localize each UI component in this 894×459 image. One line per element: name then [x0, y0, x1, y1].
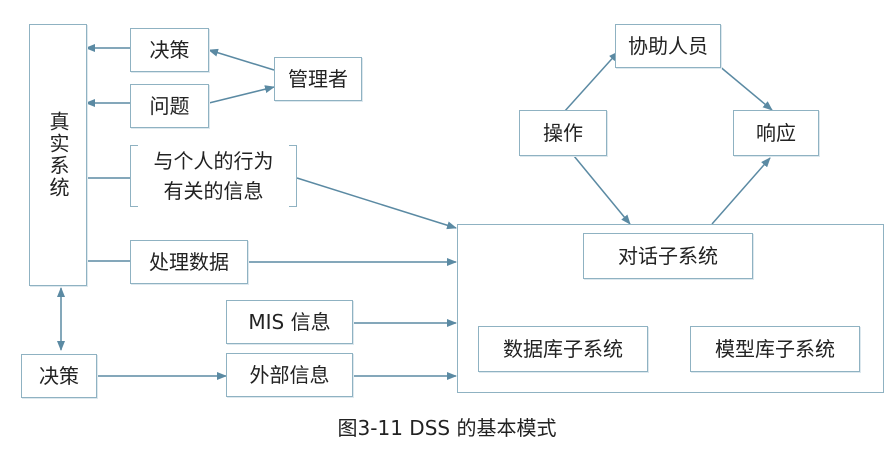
response-label: 响应	[756, 121, 796, 145]
personal-behavior-line-1: 与个人的行为	[153, 149, 274, 173]
arrow-personal-behavior-to-dss	[296, 177, 457, 230]
response-box: 响应	[733, 110, 819, 156]
dialog-subsystem-box: 对话子系统	[583, 233, 753, 279]
data-processing-label: 处理数据	[149, 250, 229, 274]
arrow-operation-to-dss	[573, 155, 631, 225]
operation-box: 操作	[519, 110, 607, 156]
decision-top-label: 决策	[149, 38, 190, 62]
personal-behavior-line-2: 有关的信息	[163, 179, 264, 203]
external-info-box: 外部信息	[226, 353, 353, 397]
assistants-label: 协助人员	[628, 34, 708, 58]
decision-bottom-box: 决策	[21, 354, 97, 398]
model-base-subsystem-label: 模型库子系统	[715, 337, 835, 361]
arrow-dss-to-response	[711, 157, 771, 225]
figure-caption: 图3-11 DSS 的基本模式	[337, 416, 557, 440]
mis-info-label: MIS 信息	[248, 310, 331, 334]
database-subsystem-label: 数据库子系统	[503, 337, 623, 361]
manager-label: 管理者	[288, 67, 348, 91]
model-base-subsystem-box: 模型库子系统	[690, 326, 860, 372]
decision-bottom-label: 决策	[39, 364, 79, 388]
decision-top-box: 决策	[130, 28, 209, 72]
database-subsystem-box: 数据库子系统	[478, 326, 648, 372]
mis-info-box: MIS 信息	[226, 300, 353, 344]
manager-box: 管理者	[274, 57, 362, 101]
problem-label: 问题	[149, 94, 190, 118]
assistants-box: 协助人员	[615, 24, 721, 68]
dialog-subsystem-label: 对话子系统	[618, 244, 718, 268]
arrow-operation-to-assistants	[563, 51, 619, 113]
real-system-box: 真实系统	[29, 24, 87, 286]
data-processing-box: 处理数据	[130, 240, 248, 284]
external-info-label: 外部信息	[249, 363, 330, 387]
arrow-assistants-to-response	[711, 59, 773, 111]
operation-label: 操作	[543, 121, 583, 145]
arrow-manager-to-problem	[208, 85, 275, 104]
arrow-manager-to-decision	[208, 48, 275, 71]
real-system-label: 真实系统	[46, 111, 70, 199]
problem-box: 问题	[130, 84, 209, 128]
personal-behavior-info-box: 与个人的行为 有关的信息	[130, 145, 297, 207]
